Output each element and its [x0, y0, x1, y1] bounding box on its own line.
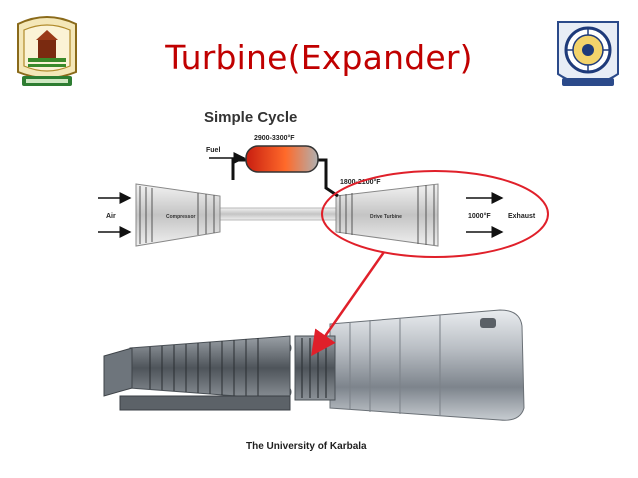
- base-frame: [119, 395, 291, 411]
- combustor: [245, 145, 319, 173]
- turbine-section: [294, 335, 336, 401]
- slide-title: Turbine(Expander): [165, 38, 473, 77]
- exhaust-port: [480, 318, 496, 328]
- turbine-highlight-ellipse: [321, 170, 549, 258]
- compressor: [135, 183, 221, 247]
- compressor-label: Compressor: [166, 214, 196, 220]
- shaft: [217, 207, 339, 221]
- university-left-logo-icon: [17, 16, 77, 86]
- exhaust-label: Exhaust: [508, 213, 536, 220]
- diagram-heading: Simple Cycle: [204, 109, 297, 126]
- gas-turbine-engine-image: [103, 309, 525, 421]
- combustor-to-turbine-duct: [316, 158, 339, 198]
- combustor-temp-label: 2900-3300°F: [254, 134, 295, 142]
- simple-cycle-diagram: Simple Cycle Compressor Drive Turbine Fu…: [98, 109, 549, 258]
- compressor-to-combustor-duct: [231, 158, 246, 180]
- footer-credit: The University of Karbala: [246, 441, 367, 452]
- fuel-label: Fuel: [206, 147, 220, 154]
- air-label: Air: [106, 213, 116, 220]
- turbine-label: Drive Turbine: [370, 214, 402, 220]
- air-inlet: [103, 347, 133, 397]
- exhaust-temp-label: 1000°F: [468, 212, 491, 220]
- drive-turbine: [335, 183, 439, 247]
- college-right-logo-icon: [557, 21, 619, 86]
